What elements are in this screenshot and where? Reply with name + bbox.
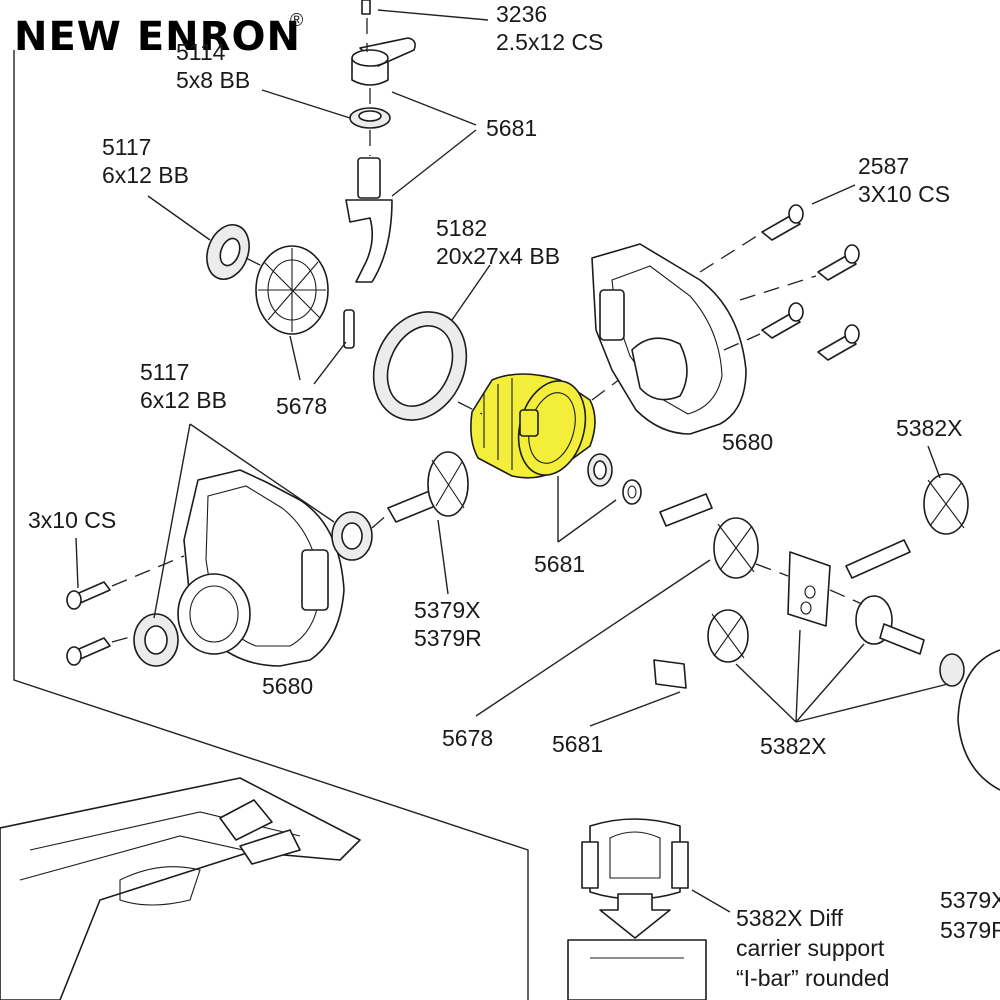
output-shaft-right [659, 493, 759, 579]
pin-5382x [845, 539, 911, 579]
bearing-5114 [349, 107, 391, 129]
label-3x10-cs: 3x10 CS [28, 507, 116, 533]
bearing-5117-top [206, 224, 250, 280]
label-5379x-edge: 5379X [940, 887, 1000, 913]
bearing-5182 [372, 311, 468, 421]
note-line-1: 5382X Diff [736, 905, 844, 931]
diff-spider-gear-5678 [255, 245, 329, 335]
shift-fork-5681 [345, 157, 393, 283]
label-5681-top: 5681 [486, 115, 537, 141]
label-5117-mid: 5117 [140, 359, 189, 385]
label-5117-top: 5117 [102, 134, 151, 160]
note-line-2: carrier support [736, 935, 885, 961]
case-half-edge-right [957, 649, 1000, 791]
output-shaft-5379x [387, 451, 469, 523]
brand-logo: NEW ENRON [14, 14, 301, 60]
small-pin-5681 [653, 659, 687, 689]
label-2587: 2587 [858, 153, 909, 179]
pin-5678 [343, 309, 355, 349]
screws-2587 [761, 204, 860, 361]
label-5680-right: 5680 [722, 429, 773, 455]
label-5379r: 5379R [414, 625, 482, 651]
label-3236: 3236 [496, 1, 547, 27]
diff-housing-highlighted [470, 373, 596, 479]
label-5114: 5114 [176, 39, 226, 65]
carrier-support-5382x [787, 551, 831, 627]
chassis-section [0, 777, 361, 1000]
bevel-gear-5382x-top [923, 473, 969, 535]
label-5379x: 5379X [414, 597, 481, 623]
label-5678-bottom: 5678 [442, 725, 493, 751]
washers-5681 [587, 453, 642, 505]
label-5114-spec: 5x8 BB [176, 67, 250, 93]
screws-3x10 [66, 581, 111, 666]
output-cup-right [855, 595, 965, 687]
label-5182: 5182 [436, 215, 487, 241]
label-5117-top-spec: 6x12 BB [102, 162, 189, 188]
label-5182-spec: 20x27x4 BB [436, 243, 560, 269]
label-5382x-top: 5382X [896, 415, 963, 441]
label-5117-mid-spec: 6x12 BB [140, 387, 227, 413]
screw-3236 [361, 0, 371, 15]
frame-border [13, 50, 529, 1000]
bearing-5117-mid-upper [331, 511, 373, 561]
ibar-inset [567, 818, 707, 1000]
case-half-5680-right [591, 243, 747, 435]
note-line-3: “I-bar” rounded [736, 965, 889, 991]
label-5681-mid: 5681 [534, 551, 585, 577]
label-2587-spec: 3X10 CS [858, 181, 950, 207]
label-5379r-edge: 5379R [940, 917, 1000, 943]
label-5678-top: 5678 [276, 393, 327, 419]
shift-lever-5681 [351, 37, 416, 86]
label-5680-left: 5680 [262, 673, 313, 699]
bearing-5117-mid-lower [133, 613, 179, 667]
label-3236-spec: 2.5x12 CS [496, 29, 603, 55]
case-half-5680-left [177, 469, 345, 667]
brand-registered-mark: ® [290, 10, 303, 30]
bevel-gear-5382x-mid [707, 609, 749, 663]
label-5681-bottom: 5681 [552, 731, 603, 757]
label-5382x-bottom: 5382X [760, 733, 827, 759]
